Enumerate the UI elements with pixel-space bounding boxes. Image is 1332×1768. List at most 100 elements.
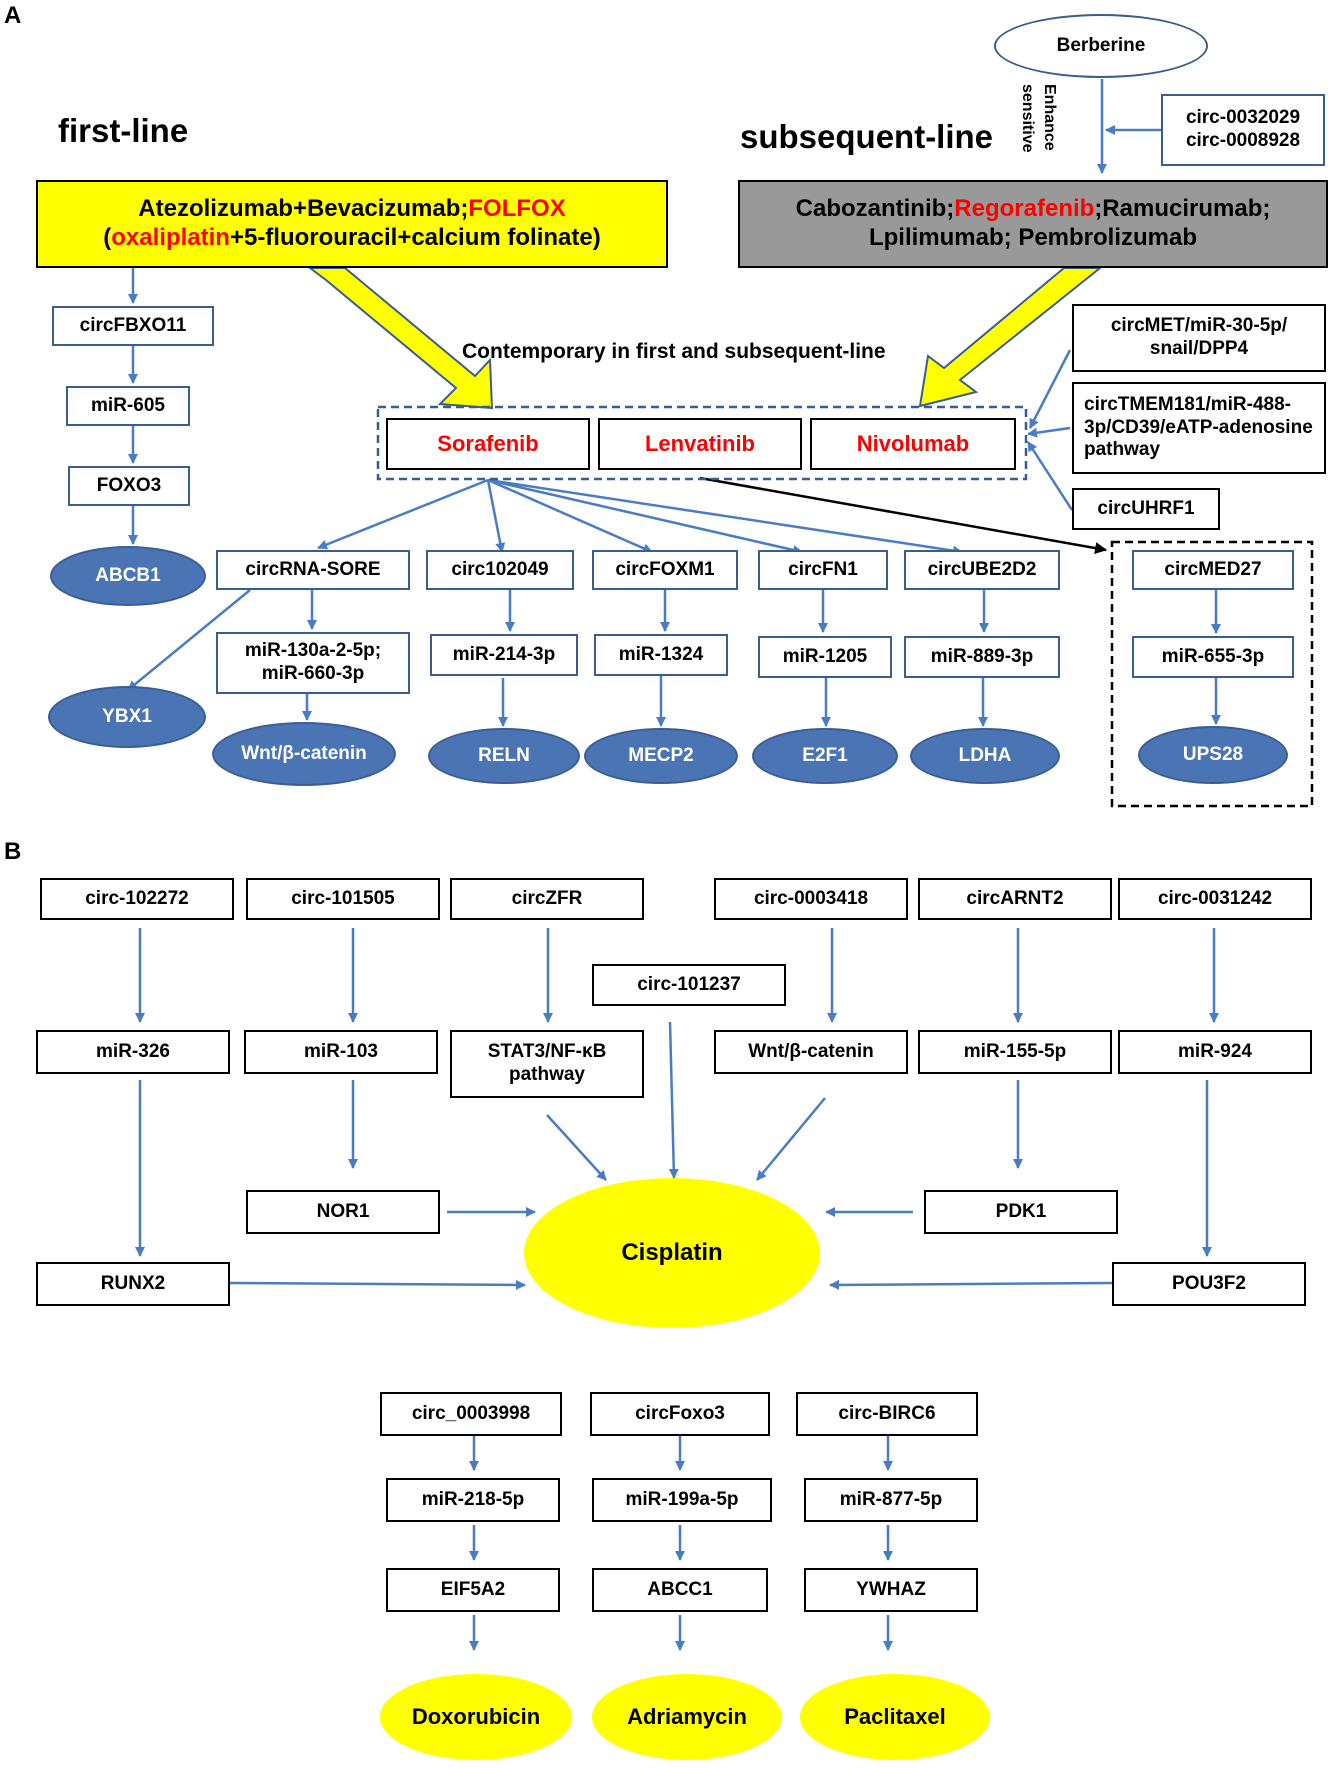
arrow-sorafenib-to-circube2d2 [487,478,963,556]
ups28-node: UPS28 [1138,726,1288,784]
nivolumab-box: Nivolumab [810,418,1016,470]
circ-0003418-box: circ-0003418 [714,878,908,920]
mir-218-5p-box: miR-218-5p [386,1478,560,1522]
subsequent-line-drugs-line2: Lpilimumab; Pembrolizumab [868,224,1198,251]
circ102049-box: circ102049 [426,550,574,590]
lenvatinib-box: Lenvatinib [598,418,802,470]
panel-b-label: B [4,838,22,865]
circube2d2-box: circUBE2D2 [904,550,1060,590]
paclitaxel-node: Paclitaxel [800,1674,990,1760]
stat3-nfkb-box: STAT3/NF-κB pathway [450,1030,644,1098]
circtmem181-box: circTMEM181/miR-488-3p/CD39/eATP-adenosi… [1072,382,1326,474]
big-arrow-firstline-to-shared [307,267,494,410]
enhance-label: Enhance [1041,84,1058,151]
circuhrf1-box: circUHRF1 [1072,488,1220,530]
reln-node: RELN [428,728,580,784]
wnt-beta-catenin-node: Wnt/β-catenin [212,722,396,786]
arrow-circuhrf1-to-group [1026,441,1074,511]
circfbxo11-box: circFBXO11 [52,306,214,346]
arrow-sorafenib-to-circ102049 [486,479,506,553]
arrow-stat3-to-cisplatin [546,1114,607,1181]
berberine-circs-box: circ-0032029 circ-0008928 [1161,94,1325,166]
circmed27-box: circMED27 [1132,550,1294,590]
circfoxo3-box: circFoxo3 [590,1392,770,1436]
wnt-beta-catenin-box: Wnt/β-catenin [714,1030,908,1074]
ybx1-node: YBX1 [48,686,206,748]
circ-birc6-box: circ-BIRC6 [796,1392,978,1436]
adriamycin-node: Adriamycin [592,1674,782,1760]
contemporary-label: Contemporary in first and subsequent-lin… [462,340,886,363]
foxo3-box: FOXO3 [68,466,190,506]
regorafenib-label: Regorafenib [954,195,1095,223]
ldha-node: LDHA [910,728,1060,784]
folfox-label: FOLFOX [468,195,566,223]
runx2-box: RUNX2 [36,1262,230,1306]
arrow-runx2-to-cisplatin [229,1279,526,1290]
arrow-wnt-to-cisplatin [756,1097,826,1181]
arrow-circtmem181-to-group [1027,426,1071,438]
subsequent-line-drugs-box: Cabozantinib;Regorafenib;Ramucirumab; Lp… [738,180,1328,268]
circ-0032029-label: circ-0032029 [1185,107,1301,129]
mir-1324-box: miR-1324 [594,634,728,676]
circmet-box: circMET/miR-30-5p/ snail/DPP4 [1072,304,1326,372]
shared-drugs-group-outline [376,405,1028,481]
abcb1-node: ABCB1 [50,546,206,606]
oxaliplatin-label: oxaliplatin [111,224,230,251]
circfoxm1-box: circFOXM1 [592,550,738,590]
berberine-node: Berberine [994,14,1208,78]
ywhaz-box: YWHAZ [804,1568,978,1612]
mir-889-3p-box: miR-889-3p [904,636,1060,678]
arrow-circmet-to-group [1028,349,1072,429]
circzfr-box: circZFR [450,878,644,920]
mir-214-3p-box: miR-214-3p [430,634,578,676]
sorafenib-box: Sorafenib [386,418,590,470]
arrow-sore-to-ybx1 [127,589,251,691]
first-line-drugs-box: Atezolizumab+Bevacizumab;FOLFOX (oxalipl… [36,180,668,268]
arrow-circ101237-to-cisplatin [668,1021,679,1179]
mir-103-box: miR-103 [244,1030,438,1074]
circ-101505-box: circ-101505 [246,878,440,920]
arrow-sorafenib-to-circrna-sore [317,478,489,550]
arrow-sorafenib-to-circmed27 [699,476,1107,554]
big-arrow-subsequent-to-shared [918,267,1103,408]
paren-open: ( [103,224,112,251]
circ-101237-box: circ-101237 [592,964,786,1006]
circ-0003998-box: circ_0003998 [380,1392,562,1436]
ramucirumab-label: ;Ramucirumab; [1094,195,1271,223]
mir-924-box: miR-924 [1118,1030,1312,1074]
panel-a-label: A [4,2,22,29]
mir-326-box: miR-326 [36,1030,230,1074]
cisplatin-node: Cisplatin [524,1178,820,1328]
cabozantinib-label: Cabozantinib; [795,195,955,223]
pdk1-box: PDK1 [924,1190,1118,1234]
circ-102272-box: circ-102272 [40,878,234,920]
arrow-sorafenib-to-circfoxm1 [487,478,653,554]
mir-130a-box: miR-130a-2-5p; miR-660-3p [216,632,410,694]
eif5a2-box: EIF5A2 [386,1568,560,1612]
pou3f2-box: POU3F2 [1112,1262,1306,1306]
subsequent-line-title: subsequent-line [740,118,994,155]
mir-199a-5p-box: miR-199a-5p [592,1478,772,1522]
circrna-sore-box: circRNA-SORE [216,550,410,590]
nor1-box: NOR1 [246,1190,440,1234]
lenvatinib-chain-group-outline [1110,540,1314,808]
doxorubicin-node: Doxorubicin [380,1674,572,1760]
first-line-title: first-line [58,112,189,149]
mir-1205-box: miR-1205 [758,636,892,678]
first-line-drugs-line1: Atezolizumab+Bevacizumab; [138,195,469,223]
abcc1-box: ABCC1 [592,1568,768,1612]
circ-0008928-label: circ-0008928 [1185,130,1301,151]
mir-155-5p-box: miR-155-5p [918,1030,1112,1074]
arrow-sorafenib-to-circfn1 [487,478,803,555]
sensitive-label: sensitive [1019,84,1036,153]
mir-877-5p-box: miR-877-5p [804,1478,978,1522]
mecp2-node: MECP2 [584,728,738,784]
first-line-drugs-line2: +5-fluorouracil+calcium folinate) [229,224,601,251]
mir-605-box: miR-605 [66,386,190,426]
circ-0031242-box: circ-0031242 [1118,878,1312,920]
arrow-pou3f2-to-cisplatin [829,1279,1113,1290]
circfn1-box: circFN1 [758,550,888,590]
e2f1-node: E2F1 [752,728,898,784]
